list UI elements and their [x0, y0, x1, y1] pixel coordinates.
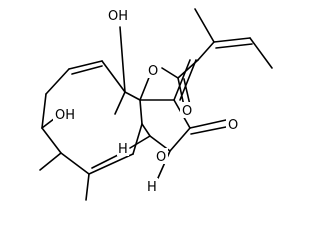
bond: [101, 60, 126, 93]
bond-ester-carbonyl: [177, 77, 185, 107]
double-bond-inner: [71, 65, 103, 75]
bond-h-top: [129, 135, 151, 149]
bond: [139, 99, 143, 125]
bond-ester-o: [161, 67, 179, 79]
ring-oxygen-label: O: [156, 150, 166, 165]
label-mask: [154, 148, 168, 164]
bond-methylene-double: [179, 59, 197, 101]
bond-methyl: [39, 152, 62, 171]
bond-oh-top: [119, 26, 126, 93]
bond: [41, 127, 62, 154]
bond: [68, 60, 103, 70]
label-mask: [53, 105, 79, 123]
bond: [88, 153, 134, 175]
bond: [197, 41, 215, 61]
bond: [45, 68, 70, 95]
bond-methyl: [114, 91, 126, 115]
bond: [132, 123, 143, 155]
bond: [249, 37, 273, 69]
bond-double: [213, 37, 251, 43]
bond-double-inner: [215, 43, 253, 49]
stereo-h-label-bottom: H: [147, 180, 157, 195]
bond-methyl: [85, 173, 90, 201]
bond-carbonyl: [189, 119, 227, 129]
chemical-structure: OH OH O O O O H H: [39, 6, 273, 201]
bond: [177, 59, 199, 79]
hydroxyl-label-left: OH: [55, 108, 75, 123]
bond-methyl: [194, 8, 215, 43]
label-mask: [146, 178, 158, 194]
bond: [169, 127, 191, 152]
label-mask: [107, 6, 133, 24]
bond: [60, 152, 90, 175]
bond: [41, 93, 47, 129]
macrocycle-ring: [41, 60, 143, 175]
label-mask: [117, 140, 129, 156]
label-mask: [180, 102, 194, 118]
label-mask: [146, 62, 160, 78]
ester-oxygen-label: O: [148, 64, 158, 79]
stereo-h-label-top: H: [118, 142, 128, 157]
bond: [141, 123, 151, 137]
bond-methylene: [173, 59, 191, 101]
label-mask: [226, 116, 240, 132]
hydroxyl-label-top: OH: [108, 9, 128, 24]
lactone-carbonyl-oxygen-label: O: [228, 118, 238, 133]
bond-carbonyl-double: [190, 126, 227, 135]
ester-carbonyl-oxygen-label: O: [182, 104, 192, 119]
bond: [124, 91, 141, 101]
bond-ester-carbonyl-double: [183, 78, 191, 106]
